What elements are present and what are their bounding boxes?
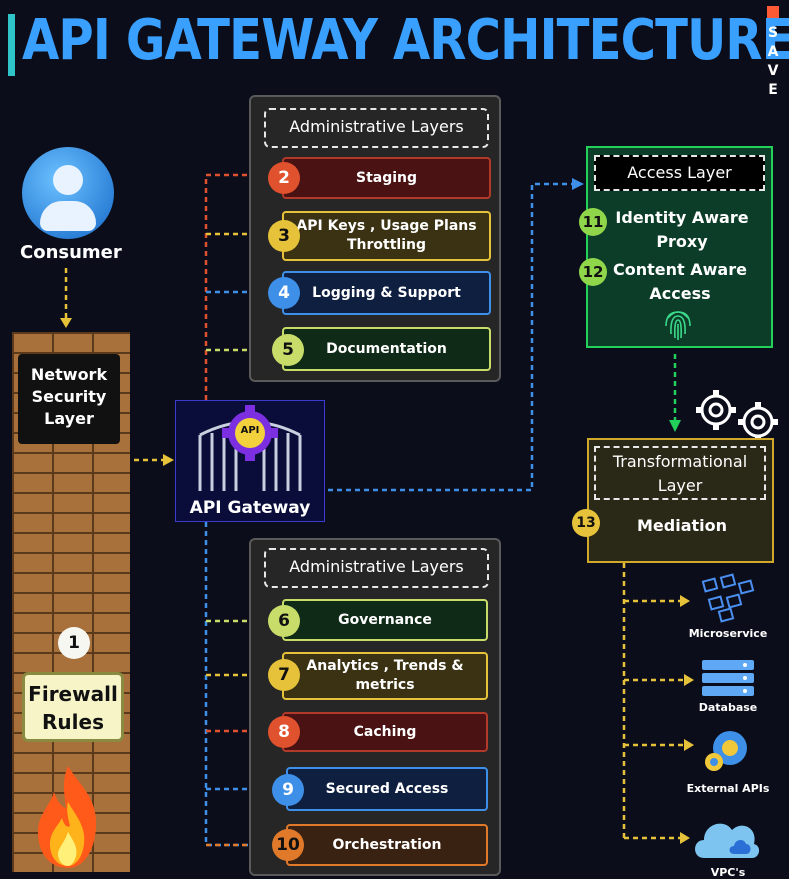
save-letter: S (767, 25, 779, 41)
item-governance: Governance (282, 599, 488, 641)
title-accent-bar (8, 14, 15, 76)
external-apis-icon (705, 731, 747, 771)
gears-icon (696, 390, 778, 442)
external-apis-label: External APIs (686, 782, 770, 795)
item-analytics: Analytics , Trends &metrics (282, 652, 488, 700)
api-gateway-label: API Gateway (189, 498, 311, 518)
cloud-icon (695, 823, 760, 858)
page-title: API GATEWAY ARCHITECTURE (22, 8, 789, 73)
save-bookmark[interactable]: S A V E (764, 6, 782, 100)
step-number-4: 4 (268, 277, 300, 309)
database-label: Database (698, 701, 758, 714)
bookmark-icon (767, 6, 779, 18)
network-security-layer-label: Network Security Layer (18, 354, 120, 444)
consumer-label: Consumer (20, 242, 122, 263)
step-number-5: 5 (272, 334, 304, 366)
step-number-13: 13 (572, 509, 600, 537)
access-layer-heading: Access Layer (594, 155, 765, 191)
database-icon (702, 660, 754, 696)
mediation-label: Mediation (636, 516, 728, 535)
save-letter: V (767, 63, 779, 79)
microservice-icon (701, 573, 755, 623)
step-number-3: 3 (268, 220, 300, 252)
item-logging-support: Logging & Support (282, 271, 491, 315)
gate-icon (198, 405, 302, 491)
step-number-11: 11 (579, 208, 607, 236)
item-staging: Staging (282, 157, 491, 199)
step-number-6: 6 (268, 605, 300, 637)
step-number-9: 9 (272, 774, 304, 806)
step-number-12: 12 (579, 258, 607, 286)
save-letter: A (767, 44, 779, 60)
fire-icon (38, 766, 97, 868)
vpcs-label: VPC's (710, 866, 746, 879)
microservice-label: Microservice (688, 627, 768, 640)
item-orchestration: Orchestration (286, 824, 488, 866)
item-secured-access: Secured Access (286, 767, 488, 811)
step-number-7: 7 (268, 659, 300, 691)
admin-bottom-heading: Administrative Layers (264, 548, 489, 588)
step-number-8: 8 (268, 716, 300, 748)
connector-staging (204, 173, 268, 400)
item-caching: Caching (282, 712, 488, 752)
consumer-avatar-icon (22, 147, 114, 239)
firewall-rules-box: Firewall Rules (22, 672, 124, 742)
transformational-layer-box (587, 438, 774, 563)
item-documentation: Documentation (282, 327, 491, 371)
admin-panel-bottom (249, 538, 501, 876)
firewall-label-line1: Firewall (28, 682, 118, 706)
step-number-10: 10 (272, 829, 304, 861)
admin-top-heading: Administrative Layers (264, 108, 489, 148)
step-number-1: 1 (58, 627, 90, 659)
save-letter: E (768, 82, 778, 98)
step-number-2: 2 (268, 162, 300, 194)
fingerprint-icon (665, 311, 691, 340)
connector-gateway-access (328, 182, 574, 492)
firewall-label-line2: Rules (42, 710, 104, 734)
api-badge: API (240, 425, 260, 436)
